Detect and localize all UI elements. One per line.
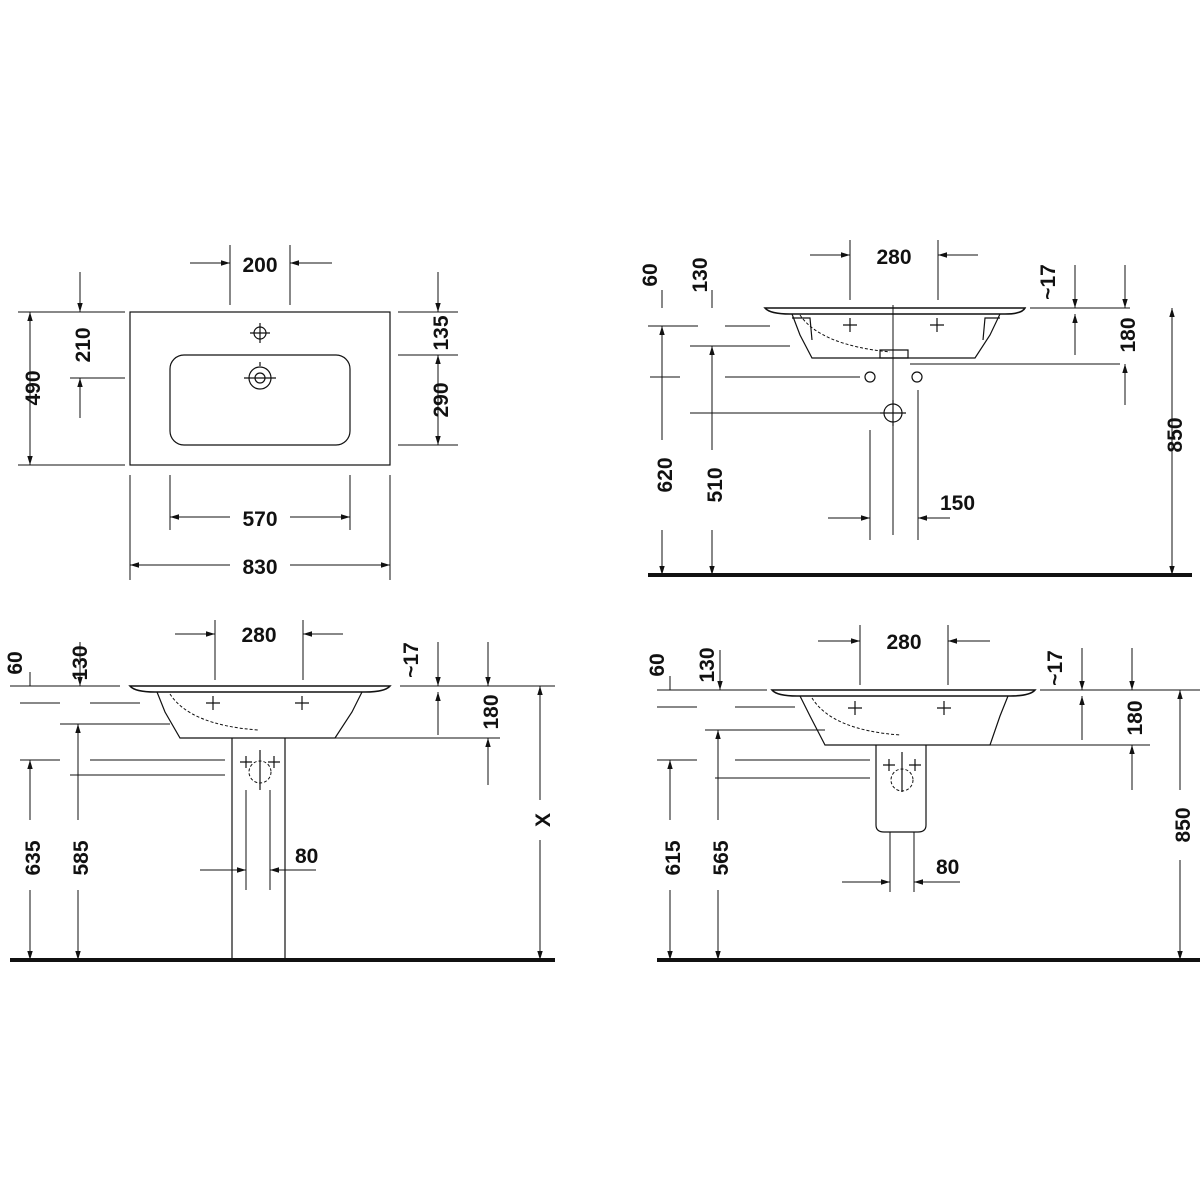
dim-tap-spacing: 200 [242,254,277,277]
dim-280: 280 [241,624,276,647]
dim-17: ~17 [1037,264,1060,300]
dim-565: 565 [710,840,733,875]
pedestal-view: 280 60 130 ~17 180 X 635 585 80 [4,620,555,962]
drain-icon [244,362,276,390]
dim-130: 130 [696,647,719,682]
dim-total-depth: 490 [22,370,45,405]
dim-180: 180 [1124,700,1147,735]
dim-17: ~17 [1044,650,1067,686]
dim-x: X [532,813,555,827]
waste-connection-icon [883,752,921,792]
waste-connection-icon [240,750,280,790]
dim-17: ~17 [400,642,423,678]
dim-850: 850 [1172,807,1195,842]
dim-510: 510 [704,467,727,502]
dim-rim-to-bowl: 135 [430,315,453,350]
bowl-outline [169,354,351,446]
dim-585: 585 [70,840,93,875]
dim-180: 180 [1117,317,1140,352]
dim-60: 60 [639,263,662,286]
dim-tap-hole-depth: 210 [72,327,95,362]
dim-620: 620 [654,457,677,492]
dim-bowl-depth: 290 [430,382,453,417]
plan-view: 200 490 210 135 290 570 830 [18,245,458,580]
dim-615: 615 [662,840,685,875]
wall-hung-view: 280 60 130 ~17 180 850 620 510 150 [639,240,1192,577]
dim-total-width: 830 [242,556,277,579]
dim-80: 80 [295,845,318,868]
dim-180: 180 [480,694,503,729]
dim-280: 280 [886,631,921,654]
dim-60: 60 [4,651,27,674]
tap-hole-icon [250,323,270,343]
basin-outline [129,311,391,466]
dim-280: 280 [876,246,911,269]
dim-150: 150 [940,492,975,515]
dim-bowl-width: 570 [242,508,277,531]
dim-635: 635 [22,840,45,875]
dim-80: 80 [936,856,959,879]
dim-60: 60 [646,653,669,676]
dim-850: 850 [1164,417,1187,452]
semi-pedestal-view: 280 60 130 ~17 180 850 615 565 80 [646,625,1200,962]
dim-130: 130 [689,257,712,292]
